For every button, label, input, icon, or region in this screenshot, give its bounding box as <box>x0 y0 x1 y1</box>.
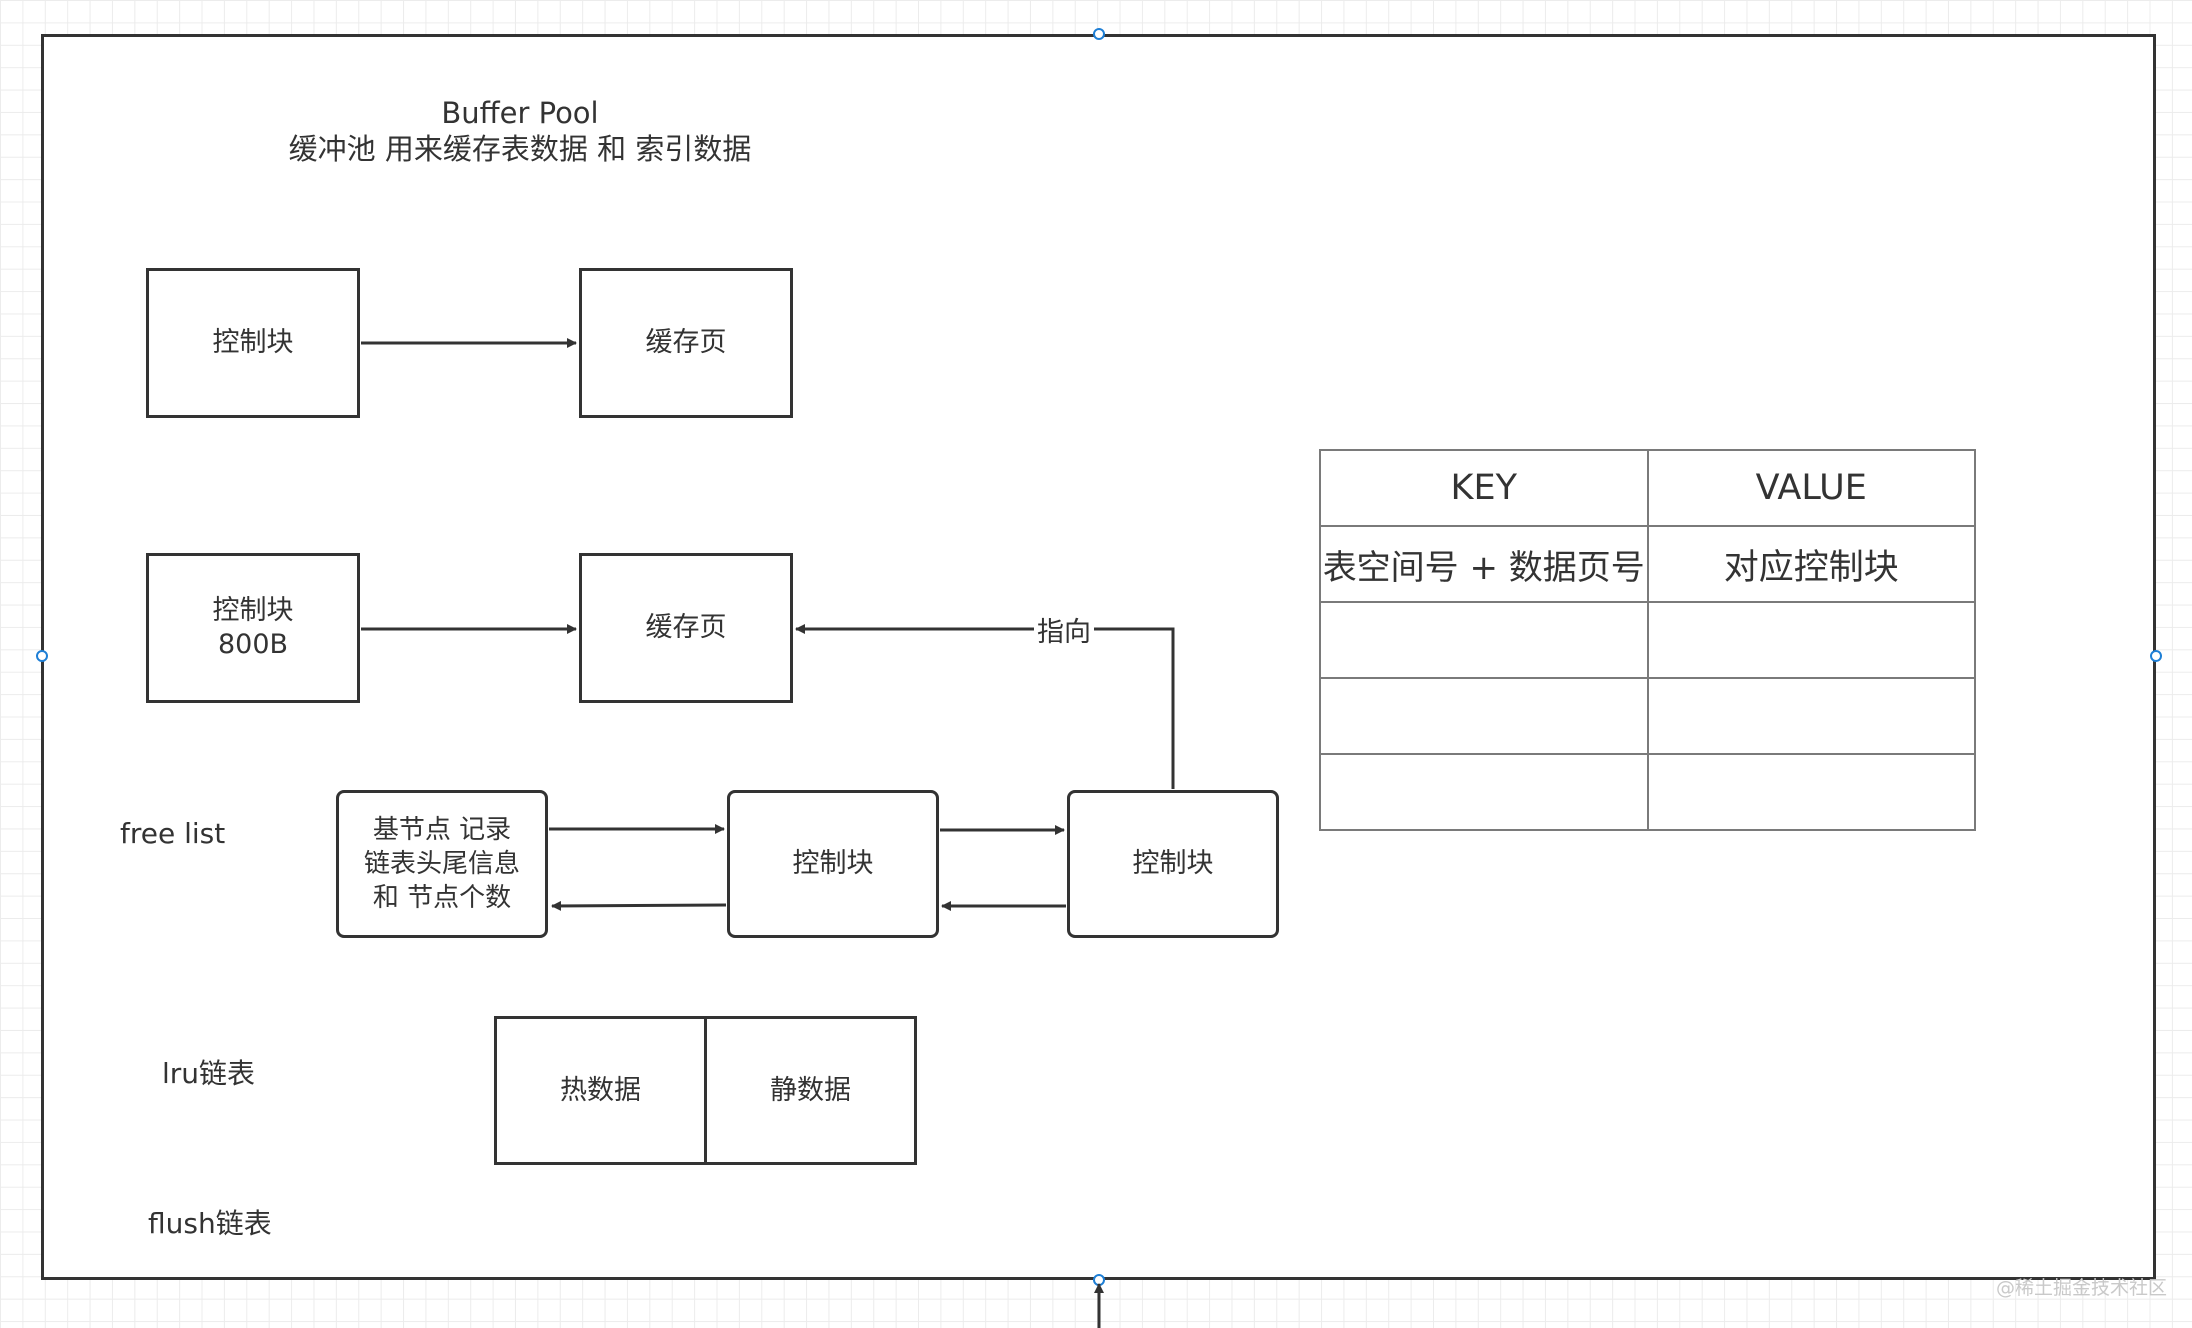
table-row <box>1319 677 1976 755</box>
lru-hot-data[interactable]: 热数据 <box>494 1016 707 1165</box>
free-list-control-block-b[interactable]: 控制块 <box>1067 790 1279 938</box>
control-block-2[interactable]: 控制块 800B <box>146 553 360 703</box>
table-header-key: KEY <box>1319 449 1649 527</box>
base-node-line-2: 链表头尾信息 <box>363 849 520 879</box>
table-cell: 对应控制块 <box>1646 525 1976 603</box>
watermark: @稀土掘金技术社区 <box>1996 1277 2168 1299</box>
flush-list-label: flush链表 <box>148 1207 272 1240</box>
cache-page-1-label: 缓存页 <box>645 327 727 358</box>
table-header-row: KEY VALUE <box>1319 449 1976 527</box>
table-cell: 表空间号 + 数据页号 <box>1319 525 1649 603</box>
title-line-2: 缓冲池 用来缓存表数据 和 索引数据 <box>288 132 752 166</box>
control-block-1-label: 控制块 <box>212 327 294 358</box>
resize-handle-top[interactable] <box>1093 28 1105 40</box>
pointer-label: 指向 <box>1037 617 1091 648</box>
table-cell <box>1646 753 1976 831</box>
pointer-label-background <box>1034 614 1094 646</box>
lru-list-label: lru链表 <box>162 1057 256 1090</box>
free-list-control-block-a[interactable]: 控制块 <box>727 790 939 938</box>
title-line-1: Buffer Pool <box>441 96 599 130</box>
control-block-2-label: 控制块 <box>212 595 294 626</box>
table-row: 表空间号 + 数据页号 对应控制块 <box>1319 525 1976 603</box>
arrow-block-a-to-base[interactable] <box>551 900 727 911</box>
lru-hot-data-label: 热数据 <box>560 1074 641 1106</box>
base-node-line-3: 和 节点个数 <box>372 883 512 913</box>
lru-cold-data[interactable]: 静数据 <box>704 1016 917 1165</box>
free-list-label: free list <box>120 817 226 850</box>
control-block-1[interactable]: 控制块 <box>146 268 360 418</box>
resize-handle-left[interactable] <box>36 650 48 662</box>
base-node-line-1: 基节点 记录 <box>372 815 512 845</box>
buffer-pool-title: Buffer Pool 缓冲池 用来缓存表数据 和 索引数据 <box>260 95 780 167</box>
table-cell <box>1646 601 1976 679</box>
table-cell <box>1646 677 1976 755</box>
arrow-pointer-to-cache-page[interactable] <box>795 624 1175 789</box>
page-hash-table: KEY VALUE 表空间号 + 数据页号 对应控制块 <box>1319 449 1976 831</box>
resize-handle-right[interactable] <box>2150 650 2162 662</box>
free-list-control-block-b-label: 控制块 <box>1132 848 1214 879</box>
free-list-control-block-a-label: 控制块 <box>792 848 874 879</box>
table-cell <box>1319 677 1649 755</box>
lru-cold-data-label: 静数据 <box>770 1074 851 1106</box>
table-row <box>1319 753 1976 831</box>
free-list-base-node[interactable]: 基节点 记录 链表头尾信息 和 节点个数 <box>336 790 548 938</box>
control-block-2-size: 800B <box>217 629 289 660</box>
cache-page-2[interactable]: 缓存页 <box>579 553 793 703</box>
table-cell <box>1319 753 1649 831</box>
table-header-value: VALUE <box>1646 449 1976 527</box>
table-row <box>1319 601 1976 679</box>
cache-page-2-label: 缓存页 <box>645 612 727 643</box>
cache-page-1[interactable]: 缓存页 <box>579 268 793 418</box>
table-cell <box>1319 601 1649 679</box>
